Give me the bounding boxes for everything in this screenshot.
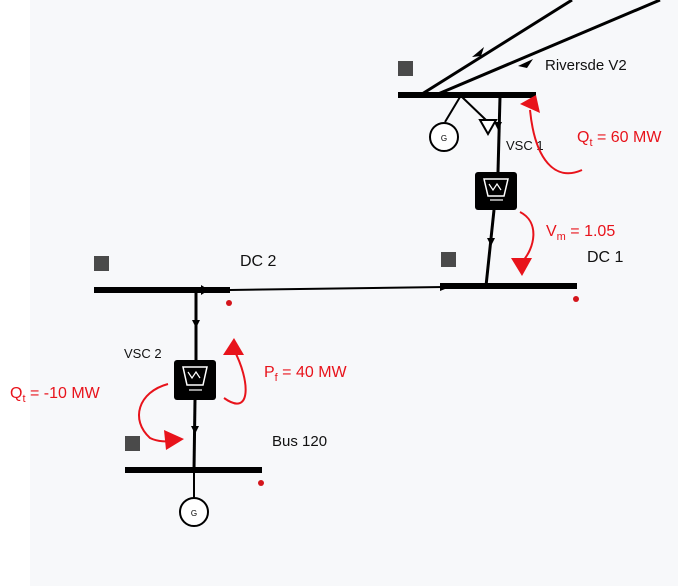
generator-label: G (441, 134, 447, 143)
load-triangle-icon (478, 119, 498, 137)
square-handle-icon[interactable] (125, 436, 140, 451)
qt-vsc1-label: Qt = 60 MW (577, 129, 662, 149)
red-arrow-icon (223, 338, 244, 355)
bus-dc2-label: DC 2 (240, 253, 277, 270)
vsc2-label: VSC 2 (124, 346, 162, 361)
flow-arrow-icon (191, 426, 199, 434)
line-upper-2[interactable] (437, 0, 661, 96)
generator-riverside[interactable]: G (429, 96, 461, 152)
square-handle-icon[interactable] (94, 256, 109, 271)
load-riverside[interactable] (461, 96, 498, 137)
bus-riverside-label: Riversde V2 (545, 57, 627, 74)
vsc2-ac-branch[interactable] (192, 399, 197, 471)
flow-arrow-icon (518, 59, 533, 68)
flow-arrow-icon (440, 283, 450, 291)
bus-120-label: Bus 120 (272, 433, 327, 450)
status-dot-icon (258, 480, 264, 486)
generator-icon (179, 497, 209, 527)
red-arrow-icon (164, 430, 184, 450)
vsc-converter-icon (174, 360, 216, 400)
qt-vsc1-curve (529, 109, 583, 175)
flow-arrow-icon (472, 47, 484, 57)
vsc1-ac-branch[interactable] (496, 96, 502, 173)
generator-icon (429, 122, 459, 152)
vm-vsc1-curve (519, 211, 535, 263)
flow-arrow-icon (494, 122, 502, 130)
dc-line-dc2-dc1[interactable] (229, 286, 445, 291)
qt-vsc2-label: Qt = -10 MW (10, 385, 101, 405)
line-upper-1[interactable] (421, 0, 573, 96)
flow-arrow-icon (192, 320, 200, 328)
square-handle-icon[interactable] (398, 61, 413, 76)
red-arrow-icon (511, 258, 532, 276)
vsc-converter-icon (475, 172, 517, 210)
flow-arrow-icon (487, 238, 495, 246)
vm-vsc1-label: Vm = 1.05 (546, 223, 615, 243)
vsc1-converter[interactable] (475, 172, 517, 210)
generator-label: G (191, 509, 197, 518)
square-handle-icon[interactable] (441, 252, 456, 267)
vsc1-dc-branch[interactable] (484, 209, 496, 287)
vsc2-converter[interactable] (174, 360, 216, 400)
generator-bus120[interactable]: G (179, 472, 209, 527)
flow-arrow-icon (201, 285, 209, 295)
pf-vsc2-curve (223, 349, 247, 405)
status-dot-icon (226, 300, 232, 306)
red-arrow-icon (520, 95, 540, 113)
pf-vsc2-label: Pf = 40 MW (264, 364, 348, 384)
bus-dc1-label: DC 1 (587, 249, 624, 266)
incoming-lines (421, 0, 661, 96)
vsc1-label: VSC 1 (506, 138, 544, 153)
status-dot-icon (573, 296, 579, 302)
